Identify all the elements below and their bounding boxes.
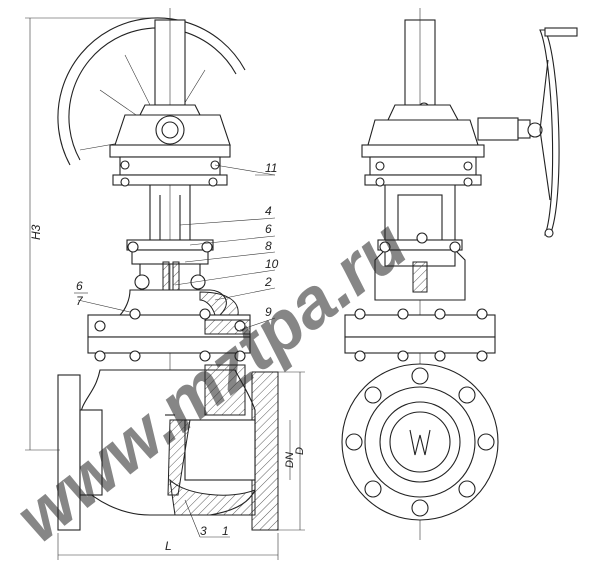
callout-10: 10: [265, 257, 279, 271]
side-end-flange: [341, 363, 499, 521]
valve-body: [57, 364, 279, 531]
dimension-height-label: H3: [29, 224, 43, 240]
handwheel-side: [539, 27, 578, 238]
callout-leaders: [77, 164, 276, 538]
bonnet: [118, 289, 239, 316]
callout-6: 6: [265, 222, 272, 236]
dimension-d-label: D: [294, 447, 306, 455]
dimension-height: H3: [25, 17, 155, 451]
front-section-view: H3 L DN D: [25, 8, 306, 560]
callout-8: 8: [265, 239, 272, 253]
callout-9: 9: [265, 305, 272, 319]
callout-6-7-bottom: 7: [76, 294, 84, 308]
callout-3: 3: [200, 524, 207, 538]
side-gearbox: [361, 102, 543, 187]
callout-1: 1: [222, 524, 229, 538]
gland-packing: [126, 239, 214, 303]
gearbox: [109, 104, 231, 187]
body-top-flange: [87, 308, 251, 362]
dimension-length: L: [57, 533, 279, 560]
callout-2: 2: [264, 275, 272, 289]
side-bonnet-flange: [344, 308, 496, 362]
callout-11: 11: [265, 161, 277, 175]
dimension-diameters: DN D: [278, 371, 306, 531]
side-view: [341, 8, 578, 540]
dimension-dn-label: DN: [284, 452, 296, 468]
side-yoke: [374, 184, 466, 301]
callout-4: 4: [265, 204, 272, 218]
callout-6-7-top: 6: [76, 279, 83, 293]
dimension-length-label: L: [165, 539, 172, 553]
